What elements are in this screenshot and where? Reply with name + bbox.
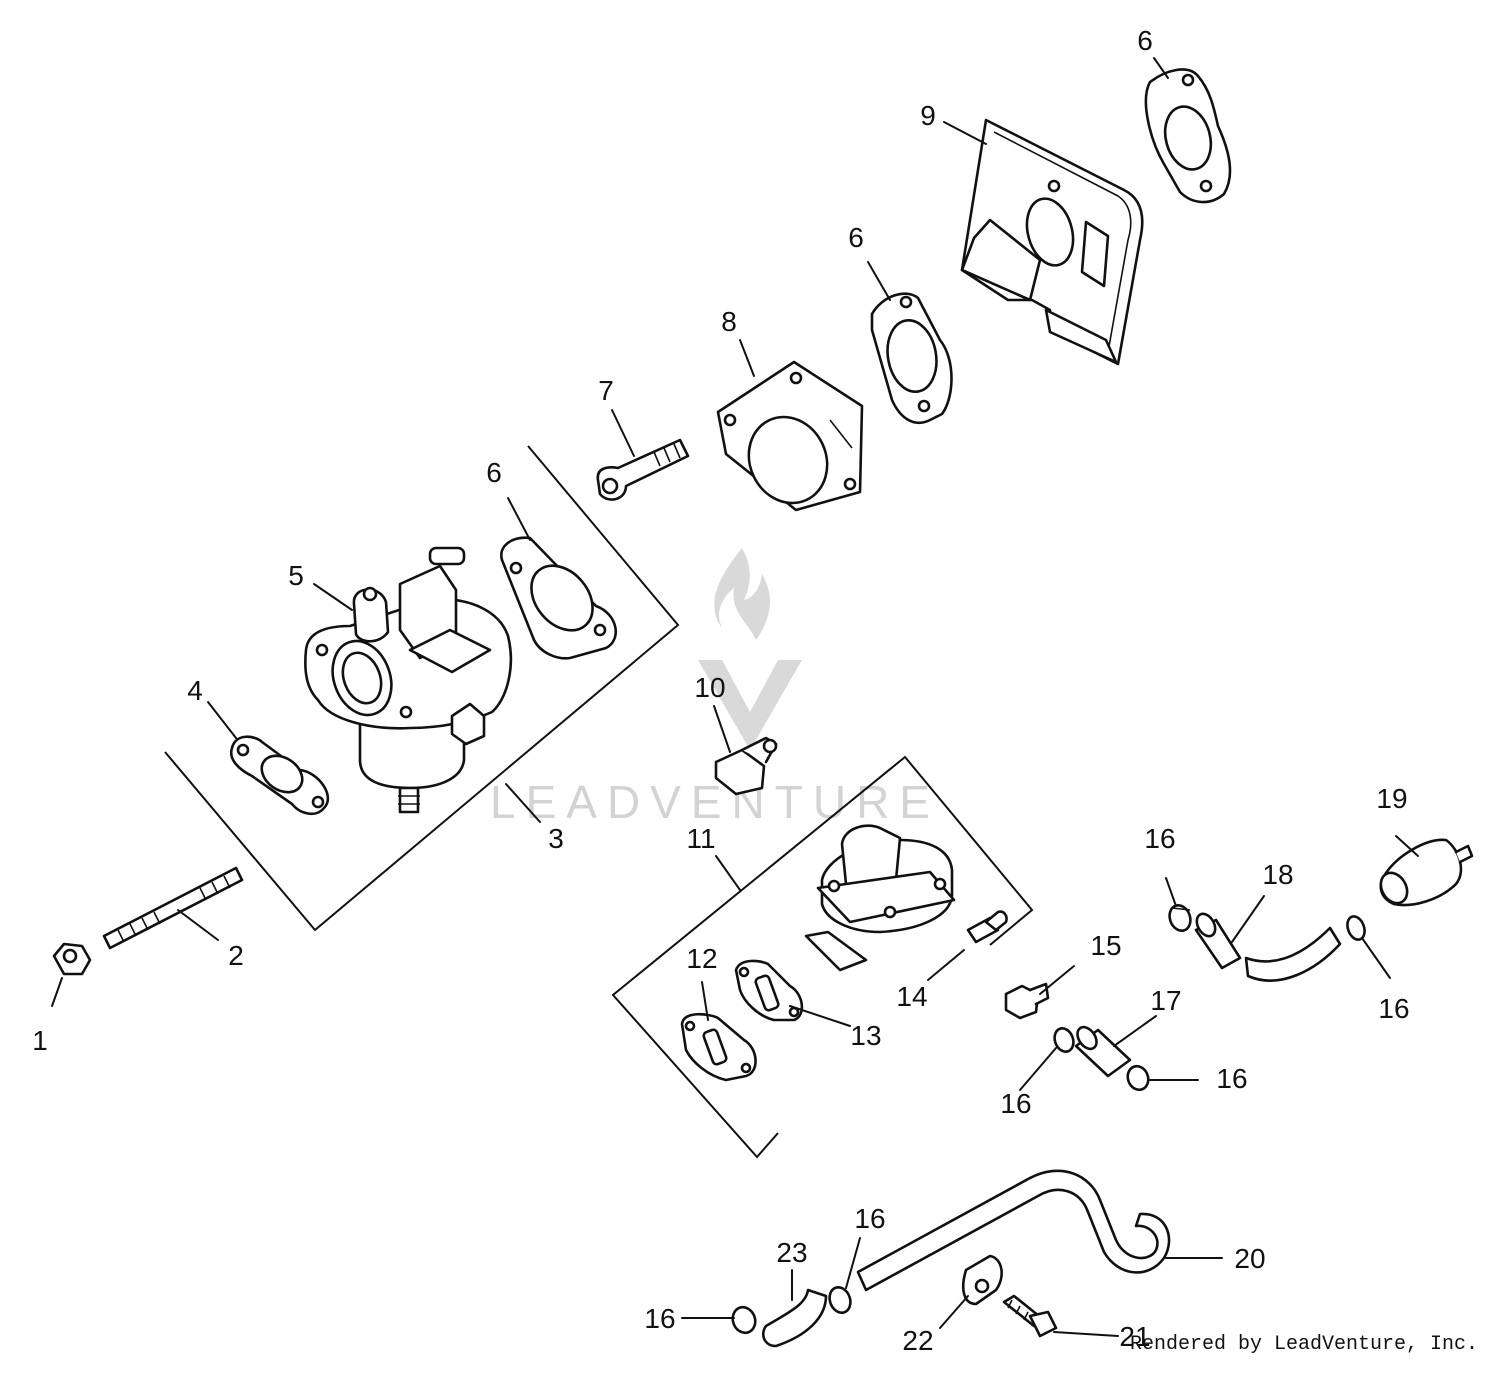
callout-16a[interactable]: 16 bbox=[1144, 823, 1175, 854]
part-6-gasket-a[interactable] bbox=[500, 536, 617, 660]
part-23-elbow-hose[interactable] bbox=[762, 1288, 828, 1348]
part-16-clamp-b[interactable] bbox=[1344, 914, 1367, 942]
callout-15[interactable]: 15 bbox=[1090, 930, 1121, 961]
part-16-clamp-f[interactable] bbox=[729, 1304, 759, 1336]
callout-20[interactable]: 20 bbox=[1234, 1243, 1265, 1274]
part-20-fuel-line[interactable] bbox=[856, 1169, 1171, 1292]
part-16-clamp-d[interactable] bbox=[1124, 1063, 1151, 1092]
part-6-gasket-b[interactable] bbox=[870, 292, 953, 425]
callout-5[interactable]: 5 bbox=[288, 560, 304, 591]
part-5-carburetor[interactable] bbox=[304, 546, 513, 814]
part-21-screw[interactable] bbox=[1002, 1294, 1058, 1338]
part-4-gasket[interactable] bbox=[229, 735, 330, 816]
watermark-v-icon bbox=[698, 660, 802, 750]
watermark-text: LEADVENTURE bbox=[490, 776, 940, 828]
part-9-heat-shield[interactable] bbox=[960, 118, 1144, 366]
callout-23[interactable]: 23 bbox=[776, 1237, 807, 1268]
callout-8[interactable]: 8 bbox=[721, 306, 737, 337]
callout-19[interactable]: 19 bbox=[1376, 783, 1407, 814]
part-22-clip[interactable] bbox=[962, 1254, 1003, 1306]
callout-6b[interactable]: 6 bbox=[848, 222, 864, 253]
part-15-fitting[interactable] bbox=[1004, 982, 1050, 1020]
callout-18[interactable]: 18 bbox=[1262, 859, 1293, 890]
callout-17[interactable]: 17 bbox=[1150, 985, 1181, 1016]
callout-11[interactable]: 11 bbox=[686, 823, 715, 854]
callout-16d[interactable]: 16 bbox=[1216, 1063, 1247, 1094]
callout-7[interactable]: 7 bbox=[598, 375, 614, 406]
callout-21[interactable]: 21 bbox=[1119, 1321, 1150, 1352]
carburetor-group-frame bbox=[164, 445, 680, 932]
part-1-hex-nut[interactable] bbox=[52, 942, 92, 976]
part-13-gasket[interactable] bbox=[734, 959, 804, 1022]
part-2-stud[interactable] bbox=[102, 866, 244, 950]
part-16-clamp-a[interactable] bbox=[1166, 902, 1194, 933]
part-6-gasket-c[interactable] bbox=[1144, 68, 1232, 204]
part-10-fitting[interactable] bbox=[714, 736, 778, 796]
part-16-clamp-e[interactable] bbox=[826, 1284, 854, 1315]
callout-9[interactable]: 9 bbox=[920, 100, 936, 131]
part-19-fuel-filter[interactable] bbox=[1376, 838, 1474, 908]
callout-4[interactable]: 4 bbox=[187, 675, 203, 706]
fuel-pump-group-frame bbox=[611, 755, 1034, 1159]
leader-lines bbox=[51, 57, 1419, 1337]
callout-12[interactable]: 12 bbox=[686, 943, 717, 974]
callout-10[interactable]: 10 bbox=[694, 672, 725, 703]
part-8-spacer[interactable] bbox=[716, 360, 864, 516]
callout-16c[interactable]: 16 bbox=[1000, 1088, 1031, 1119]
callout-16b[interactable]: 16 bbox=[1378, 993, 1409, 1024]
callout-1[interactable]: 1 bbox=[32, 1025, 48, 1056]
part-11-fuel-pump[interactable] bbox=[804, 824, 956, 972]
part-18-hose[interactable] bbox=[1193, 911, 1342, 982]
callout-16e[interactable]: 16 bbox=[854, 1203, 885, 1234]
leadventure-watermark: LEADVENTURE bbox=[490, 548, 940, 828]
callout-16f[interactable]: 16 bbox=[644, 1303, 675, 1334]
callout-6a[interactable]: 6 bbox=[486, 457, 502, 488]
callout-2[interactable]: 2 bbox=[228, 940, 244, 971]
part-14-screw[interactable] bbox=[966, 910, 1008, 944]
part-12-gasket[interactable] bbox=[680, 1012, 757, 1082]
part-17-hose[interactable] bbox=[1074, 1024, 1132, 1078]
callout-13[interactable]: 13 bbox=[850, 1020, 881, 1051]
render-credit: Rendered by LeadVenture, Inc. bbox=[1129, 1333, 1478, 1356]
callout-14[interactable]: 14 bbox=[896, 981, 927, 1012]
callout-3[interactable]: 3 bbox=[548, 823, 564, 854]
callout-labels: 1 2 3 4 5 6 6 6 7 8 9 10 11 12 13 14 15 … bbox=[32, 25, 1409, 1356]
callout-22[interactable]: 22 bbox=[902, 1325, 933, 1356]
part-7-bolt[interactable] bbox=[596, 438, 690, 501]
callout-6c[interactable]: 6 bbox=[1137, 25, 1153, 56]
watermark-flame-icon bbox=[714, 548, 770, 640]
part-16-clamp-c[interactable] bbox=[1051, 1026, 1076, 1055]
